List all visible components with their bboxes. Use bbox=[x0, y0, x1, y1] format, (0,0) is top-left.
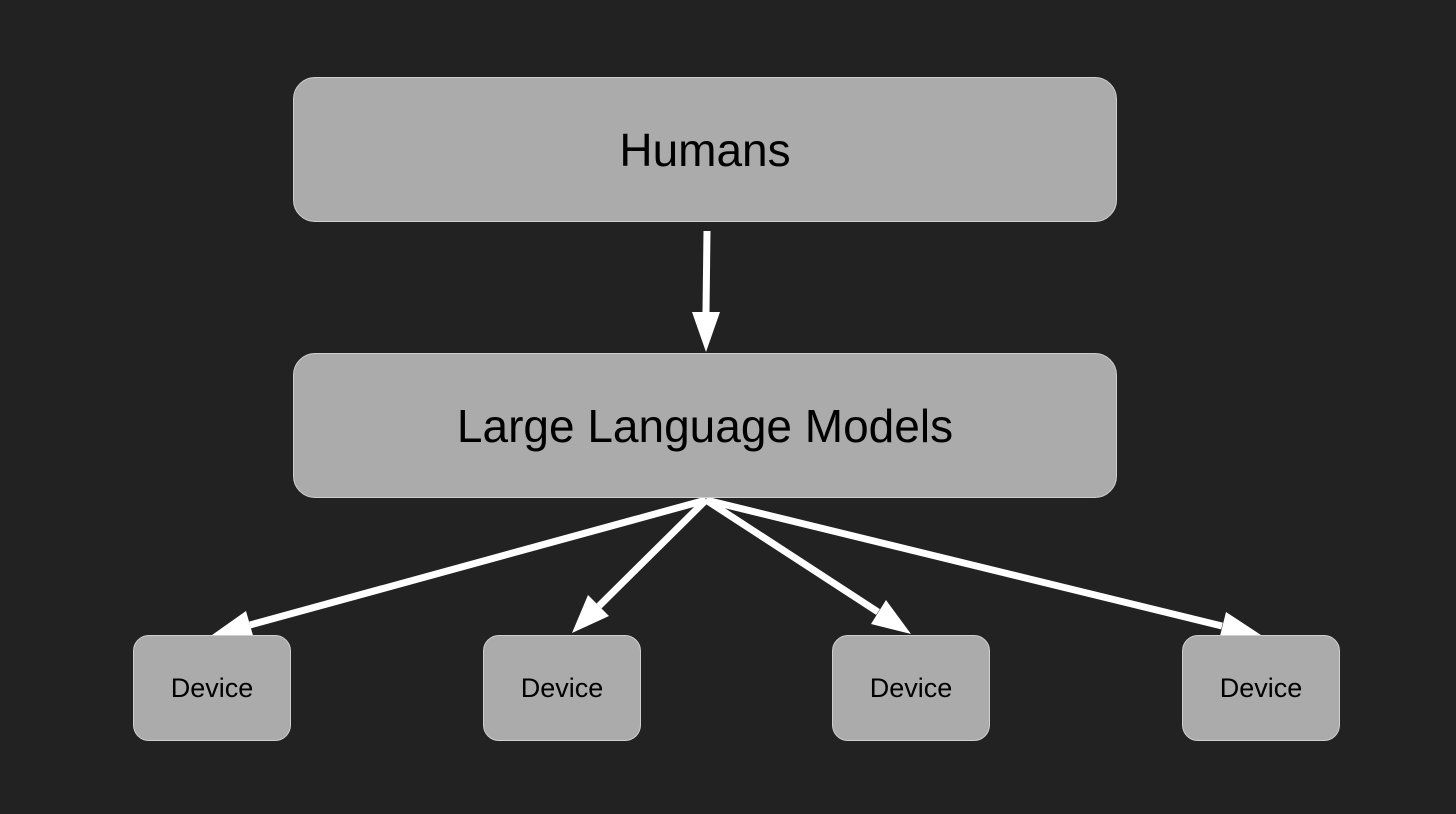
arrowhead-icon bbox=[1219, 612, 1261, 640]
arrow-llm-to-device-3 bbox=[704, 497, 911, 634]
arrow-shaft bbox=[249, 496, 707, 629]
arrow-llm-to-device-4 bbox=[705, 496, 1261, 640]
device-label: Device bbox=[869, 672, 953, 703]
arrow-shaft bbox=[702, 230, 711, 313]
device-label: Device bbox=[1219, 672, 1303, 703]
humans-node: Humans bbox=[293, 77, 1117, 222]
arrowhead-icon bbox=[692, 312, 720, 352]
arrow-shaft bbox=[704, 497, 880, 615]
arrowhead-icon bbox=[572, 595, 609, 633]
arrowhead-icon bbox=[871, 600, 911, 634]
large-language-models-node: Large Language Models bbox=[293, 353, 1117, 498]
arrow-shaft bbox=[705, 496, 1223, 630]
device-node: Device bbox=[133, 635, 291, 741]
arrow-humans-to-llm bbox=[692, 230, 720, 352]
humans-label: Humans bbox=[619, 123, 791, 176]
arrowhead-icon bbox=[212, 611, 254, 639]
large-language-models-label: Large Language Models bbox=[456, 399, 954, 452]
arrow-shaft bbox=[596, 497, 709, 609]
device-label: Device bbox=[170, 672, 254, 703]
device-label: Device bbox=[520, 672, 604, 703]
device-node: Device bbox=[1182, 635, 1340, 741]
arrow-llm-to-device-1 bbox=[212, 496, 707, 639]
arrow-llm-to-device-2 bbox=[572, 497, 709, 633]
device-node: Device bbox=[483, 635, 641, 741]
device-node: Device bbox=[832, 635, 990, 741]
